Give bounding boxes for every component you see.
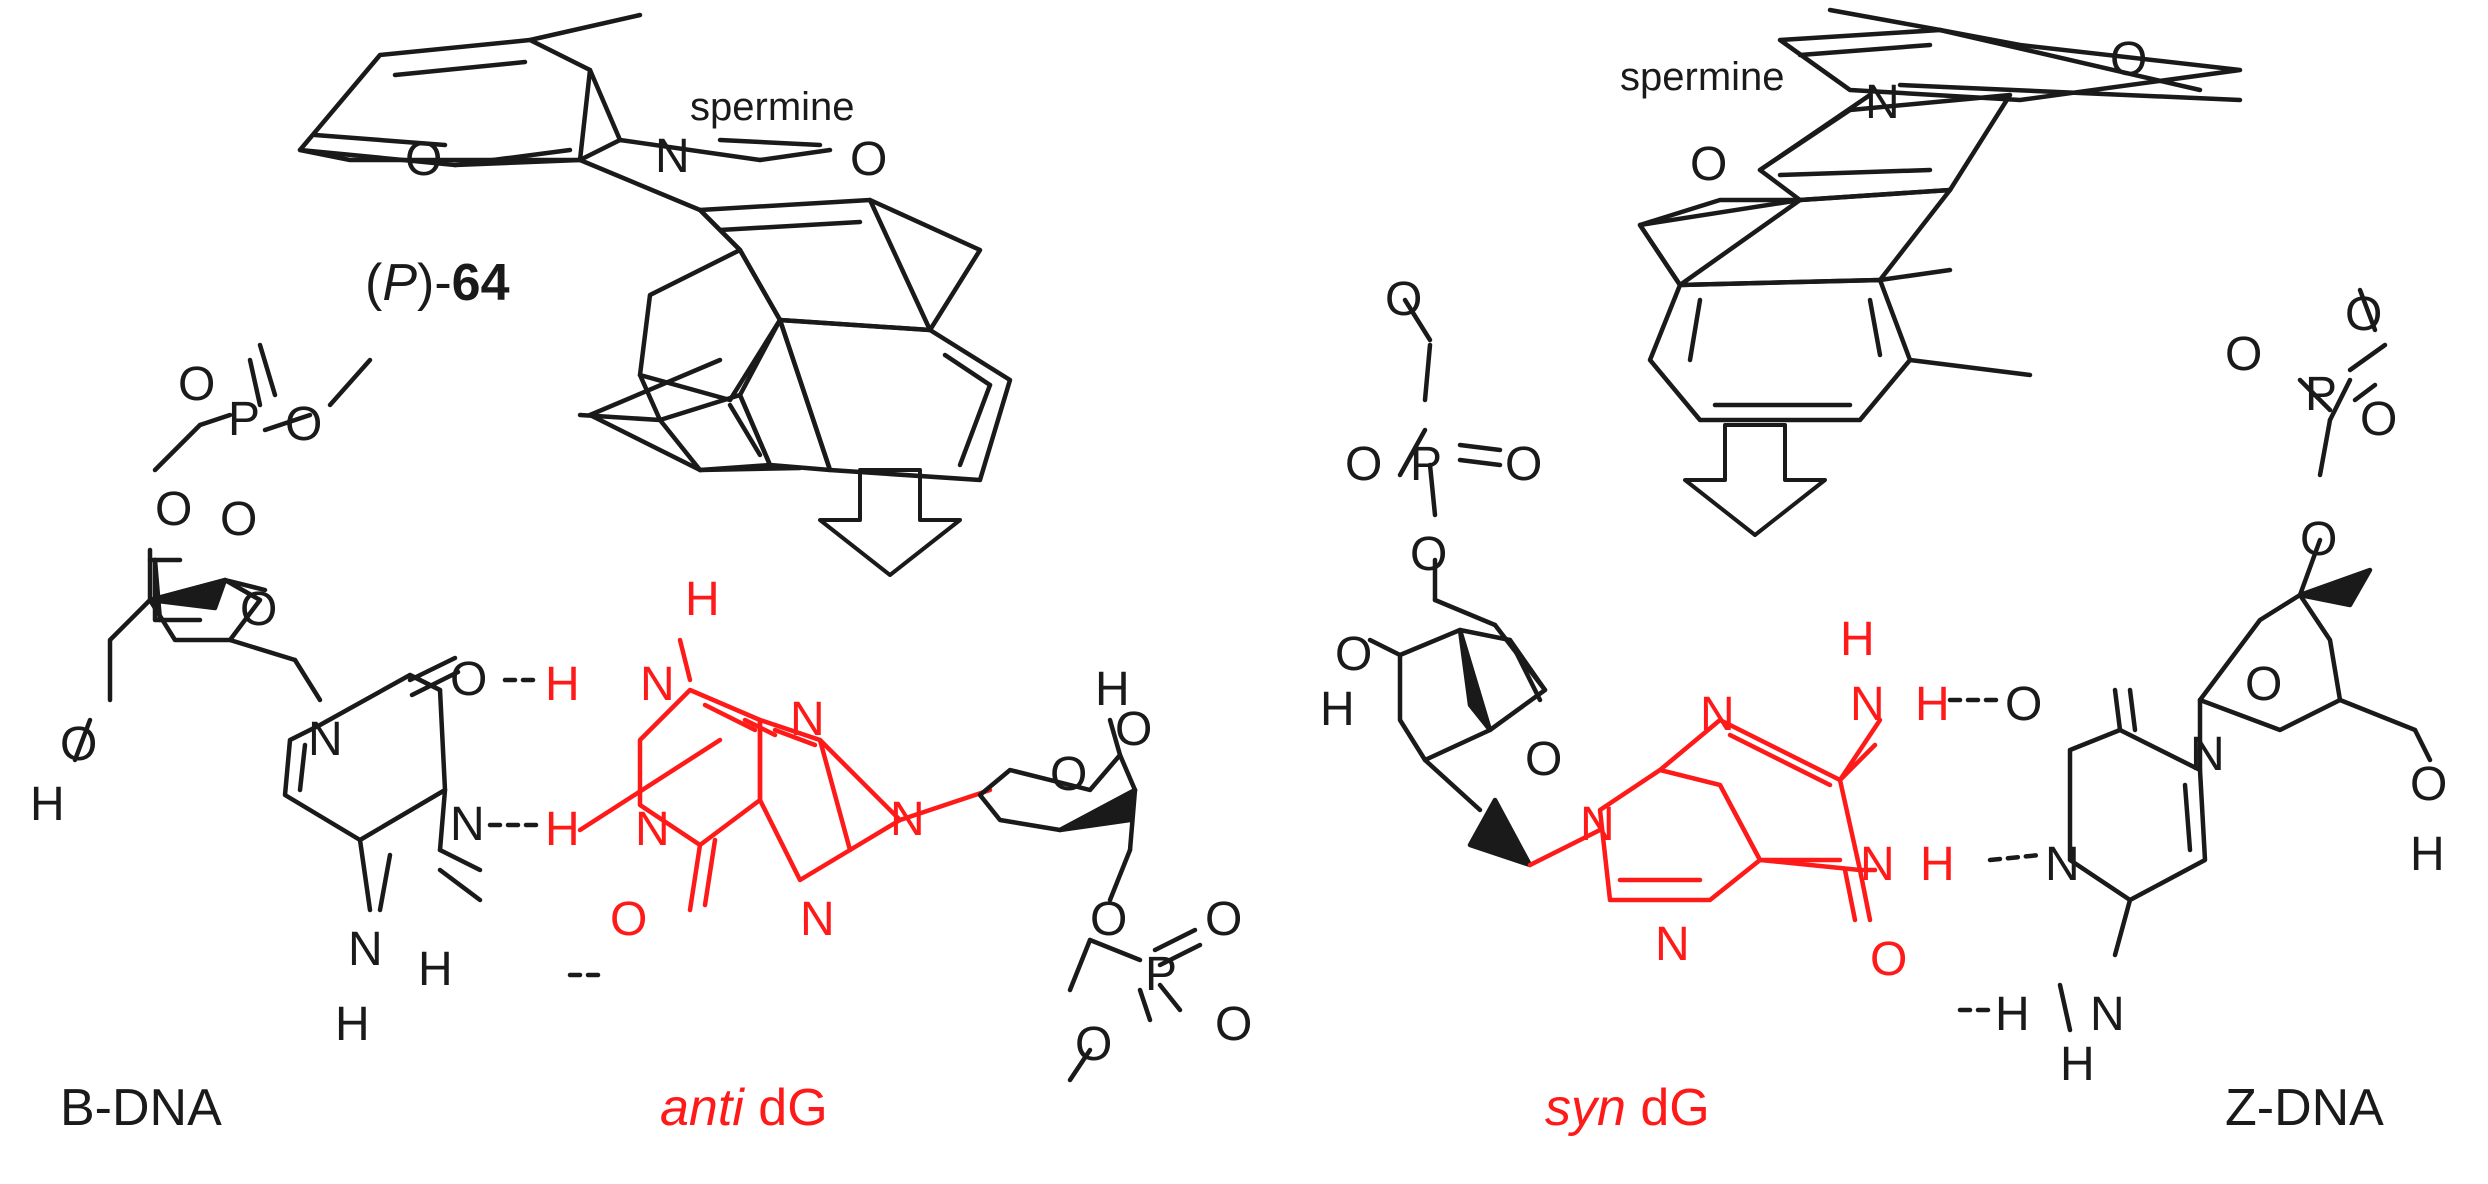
lc-amino-n: N <box>348 923 383 976</box>
lp-ester-oxygen: O <box>155 483 192 536</box>
left-helicene-oxygen: O <box>405 133 442 186</box>
rp-phosphate-oxygen-2: O <box>1505 438 1542 491</box>
left-helicene-skeleton <box>297 12 1013 483</box>
lg-n1-h: H <box>545 803 580 856</box>
right-spermine-label: spermine <box>1620 55 1785 99</box>
left-spermine-label: spermine <box>690 85 855 129</box>
ls-phosphorus: P <box>1145 948 1177 1001</box>
right-down-arrow <box>1683 423 1827 537</box>
ls-phosphate-oxygen-3: O <box>1075 1018 1112 1071</box>
left-spermine-nitrogen: N <box>655 130 690 183</box>
rs-phosphorus: P <box>2305 368 2337 421</box>
lc-n1: N <box>308 713 343 766</box>
rc-o2: O <box>2005 678 2042 731</box>
lg-n7: N <box>800 893 835 946</box>
right-cytosine <box>2057 687 2208 1033</box>
rs-phosphate-oxygen-2: O <box>2360 393 2397 446</box>
rp-ring-oxygen: O <box>1525 733 1562 786</box>
lp-hydroxyl-hydrogen: H <box>30 778 65 831</box>
lp-ring-oxygen: O <box>240 583 277 636</box>
rs-phosphate-oxygen-1: O <box>2225 328 2262 381</box>
lg-amino-h-top: H <box>685 573 720 626</box>
ls-hydroxyl-o: O <box>1115 703 1152 756</box>
lp-phosphorus: P <box>228 393 260 446</box>
atom-labels-black: N O O N O O O P O O O O O H N O N N H H … <box>30 33 2447 1091</box>
rs-hydroxyl-h: H <box>2410 828 2445 881</box>
syn-dg-label: syn dG <box>1545 1079 1710 1137</box>
rp-phosphate-oxygen-3: O <box>1345 438 1382 491</box>
lp-phosphate-oxygen-2: O <box>220 493 257 546</box>
lg-amino-n: N <box>640 658 675 711</box>
right-spermine-nitrogen: N <box>1865 76 1900 129</box>
b-dna-label: B-DNA <box>60 1079 222 1137</box>
atom-labels-red: H N H N N H N N O H N H N N H N N O <box>545 573 1955 986</box>
rg-o6: O <box>1870 933 1907 986</box>
rg-n9: N <box>1580 798 1615 851</box>
rg-n1: N <box>1860 838 1895 891</box>
ls-ester-oxygen: O <box>1090 893 1127 946</box>
rg-n3: N <box>1700 688 1735 741</box>
left-down-arrow <box>818 468 962 577</box>
ls-phosphate-oxygen-2: O <box>1215 998 1252 1051</box>
rp-phosphorus: P <box>1410 438 1442 491</box>
rp-ester-oxygen: O <box>1410 528 1447 581</box>
left-carbonyl-oxygen: O <box>850 133 887 186</box>
rs-hydroxyl-o: O <box>2410 758 2447 811</box>
hydrogen-bonds <box>487 677 2043 1013</box>
rg-n7: N <box>1655 918 1690 971</box>
lc-amino-h-bond: H <box>418 943 453 996</box>
right-carbonyl-oxygen-top: O <box>2110 33 2147 86</box>
rg-amino-h-bond: H <box>1915 678 1950 731</box>
lp-hydroxyl-oxygen: O <box>60 718 97 771</box>
right-guanine <box>1527 717 1883 923</box>
ls-hydroxyl-h: H <box>1095 663 1130 716</box>
rs-phosphate-oxygen-3: O <box>2345 288 2382 341</box>
rs-ester-oxygen: O <box>2300 513 2337 566</box>
rg-amino-h-top: H <box>1840 613 1875 666</box>
lg-o6: O <box>610 893 647 946</box>
right-sugar-phosphate <box>1367 297 1548 868</box>
rs-ring-oxygen: O <box>2245 658 2282 711</box>
rg-amino-n: N <box>1850 678 1885 731</box>
left-guanine <box>577 637 993 913</box>
left-cytosine <box>282 655 483 913</box>
lg-n1: N <box>635 803 670 856</box>
rg-n1-h: H <box>1920 838 1955 891</box>
lp-phosphate-oxygen-1: O <box>178 358 215 411</box>
z-dna-label: Z-DNA <box>2225 1079 2384 1137</box>
lc-amino-h: H <box>335 998 370 1051</box>
ls-phosphate-oxygen-1: O <box>1205 893 1242 946</box>
left-sugar-phosphate <box>72 342 373 763</box>
lg-n9: N <box>890 793 925 846</box>
lc-n3: N <box>450 798 485 851</box>
right-helicene-skeleton <box>1637 7 2243 423</box>
rp-phosphate-oxygen-1: O <box>1385 273 1422 326</box>
lp-phosphate-oxygen-3: O <box>285 398 322 451</box>
rc-amino-h: H <box>2060 1038 2095 1091</box>
anti-dg-label: anti dG <box>660 1079 828 1137</box>
rc-n3: N <box>2045 838 2080 891</box>
left-sugar-right <box>977 717 1203 1083</box>
rc-amino-n: N <box>2090 988 2125 1041</box>
ls-ring-oxygen: O <box>1050 748 1087 801</box>
right-carbonyl-oxygen: O <box>1690 138 1727 191</box>
rp-hydroxyl-oxygen: O <box>1335 628 1372 681</box>
rc-n1: N <box>2190 728 2225 781</box>
rp-hydroxyl-h: H <box>1320 683 1355 736</box>
lg-n3: N <box>790 693 825 746</box>
right-sugar-right <box>2197 287 2433 763</box>
lg-amino-h-bond: H <box>545 658 580 711</box>
compound-label: (P)-64 <box>365 254 510 312</box>
lc-o2: O <box>450 653 487 706</box>
rc-amino-h-bond: H <box>1995 988 2030 1041</box>
